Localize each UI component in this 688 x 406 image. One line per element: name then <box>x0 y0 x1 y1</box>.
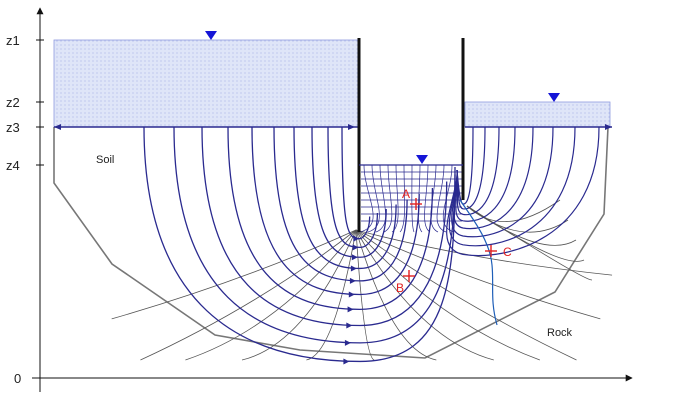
excavation-grid-vertical <box>411 164 415 233</box>
surface-arrow-right <box>605 124 612 130</box>
point-c-label: C <box>503 245 512 259</box>
flow-arrow-icon <box>343 358 350 365</box>
water-level-marker-downstream-icon <box>548 93 560 102</box>
surface-arrow-left <box>54 124 61 130</box>
soil-label: Soil <box>96 154 114 166</box>
point-a-label: A <box>402 187 410 201</box>
flow-line-right <box>455 126 516 222</box>
point-a-marker-icon <box>410 198 422 210</box>
axis-label-z4: z4 <box>6 158 20 173</box>
equipotential-line <box>355 229 577 361</box>
axis-label-z1: z1 <box>6 33 20 48</box>
flow-line-right <box>453 126 534 230</box>
excavation-grid <box>359 164 462 233</box>
flow-line <box>327 126 379 249</box>
excavation-grid-vertical <box>359 164 374 233</box>
equipotential-line <box>355 229 540 361</box>
flow-line <box>311 126 387 258</box>
equipotential-line <box>306 229 357 361</box>
equipotential-line <box>185 229 357 361</box>
flow-arrow-icon <box>351 254 358 261</box>
seepage-line <box>459 199 498 326</box>
surface-arrow-mid <box>348 124 355 130</box>
excavation-grid-vertical <box>424 164 431 233</box>
flow-line <box>143 126 456 363</box>
axis-label-z3: z3 <box>6 120 20 135</box>
flow-line-right <box>451 126 554 238</box>
equipotential-line <box>140 229 357 361</box>
point-b-label: B <box>396 281 404 295</box>
flow-arrow-icon <box>349 277 356 284</box>
flow-line <box>173 126 456 344</box>
excavation-grid-vertical <box>417 164 423 233</box>
equipotential-line <box>355 229 613 276</box>
flow-arrow-icon <box>346 322 353 329</box>
equipotential-line <box>355 229 601 320</box>
axis-label-0: 0 <box>14 371 21 386</box>
equipotential-line <box>241 229 357 361</box>
flow-arrow-icon <box>352 244 359 251</box>
flow-arrow-icon <box>353 235 360 242</box>
flow-line <box>201 126 448 327</box>
flow-line-right <box>446 126 600 257</box>
point-b-marker-icon <box>403 270 415 282</box>
flow-lines <box>143 126 600 365</box>
rock-label: Rock <box>547 327 573 339</box>
flow-arrow-icon <box>348 291 355 298</box>
flow-line-right <box>456 126 486 210</box>
flow-line-right <box>448 126 576 247</box>
flow-arrow-icon <box>350 265 357 272</box>
water-level-marker-upstream-icon <box>205 31 217 40</box>
flow-arrow-icon <box>344 339 351 346</box>
downstream-water <box>464 101 611 128</box>
point-c-marker-icon <box>485 245 497 257</box>
axis-label-z2: z2 <box>6 95 20 110</box>
equipotential-line-right <box>466 205 569 233</box>
upstream-water <box>53 39 360 128</box>
water-level-marker-excavation-icon <box>416 155 428 164</box>
equipotential-line <box>111 229 357 320</box>
flow-arrow-icon <box>347 306 354 313</box>
soil-domain-boundary <box>53 126 609 359</box>
equipotential-line-right <box>466 205 593 281</box>
flow-line <box>341 126 371 240</box>
